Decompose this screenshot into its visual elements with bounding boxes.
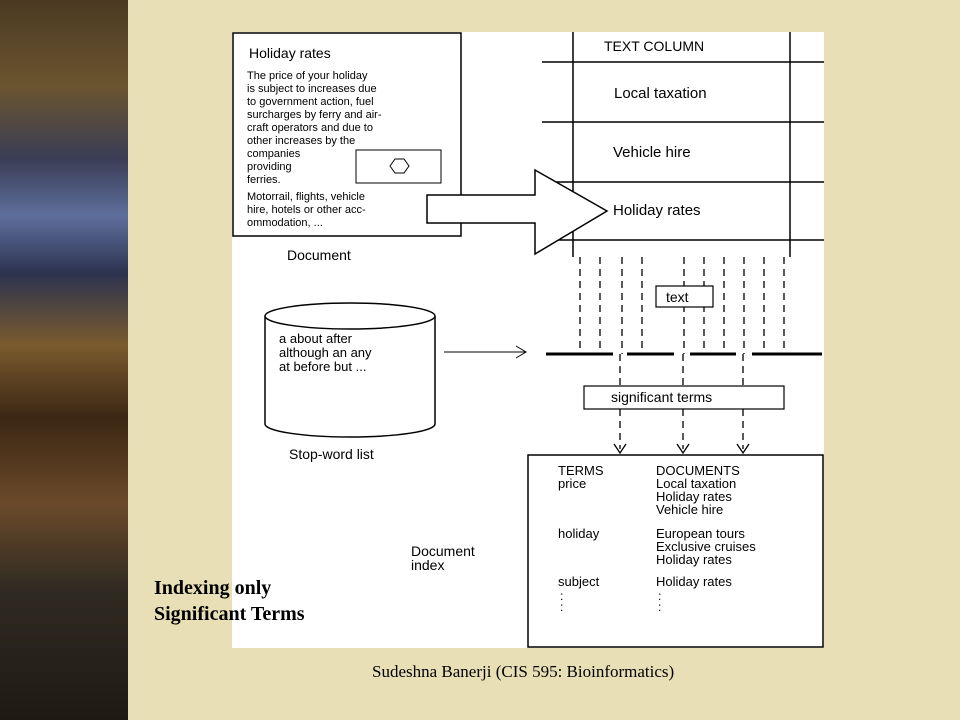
document-label: Document <box>287 247 351 263</box>
indexing-diagram: Holiday rates The price of your holiday … <box>232 32 824 648</box>
index-doc: Holiday rates <box>656 489 732 504</box>
document-line: surcharges by ferry and air- <box>247 109 382 121</box>
decorative-sidebar-image <box>0 0 128 720</box>
index-term: subject <box>558 574 600 589</box>
significant-terms-box <box>583 385 785 410</box>
index-term: price <box>558 476 586 491</box>
text-label-box <box>655 285 714 308</box>
document-line: other increases by the <box>247 135 355 147</box>
index-doc: Holiday rates <box>656 552 732 567</box>
ellipsis-mark: : <box>560 600 563 614</box>
slide-caption: Indexing only Significant Terms <box>154 575 305 627</box>
document-line: to government action, fuel <box>247 96 374 108</box>
document-box: Holiday rates The price of your holiday … <box>232 32 462 237</box>
index-doc: Vehicle hire <box>656 502 723 517</box>
text-label: text <box>666 289 689 305</box>
ellipsis-mark: : <box>658 600 661 614</box>
stopword-line: although an any <box>279 345 372 360</box>
document-line: companies <box>247 148 301 160</box>
caption-line: Significant Terms <box>154 603 305 625</box>
text-column-row: Holiday rates <box>613 202 701 219</box>
document-tail-line: ommodation, ... <box>247 217 323 229</box>
lower-dashed-lines <box>619 409 744 449</box>
arrowhead-icon <box>515 345 527 359</box>
ellipsis-mark: : <box>658 589 661 603</box>
document-line: is subject to increases due <box>247 83 377 95</box>
documents-header: DOCUMENTS <box>656 463 740 478</box>
ellipsis-mark: : <box>560 589 563 603</box>
document-line: providing <box>247 161 292 173</box>
document-line: The price of your holiday <box>247 70 368 82</box>
text-column-table <box>542 32 824 257</box>
document-line: ferries. <box>247 174 281 186</box>
document-line: craft operators and due to <box>247 122 373 134</box>
stopword-line: a about after <box>279 331 353 346</box>
document-index-label: Document <box>411 543 475 559</box>
document-image-placeholder <box>355 149 442 184</box>
index-doc: Local taxation <box>656 476 736 491</box>
stopword-line: at before but ... <box>279 359 366 374</box>
document-tail-line: hire, hotels or other acc- <box>247 204 366 216</box>
text-column-row: Vehicle hire <box>613 144 691 161</box>
middle-dashed-lines <box>619 354 744 387</box>
document-index-box <box>527 454 824 648</box>
slide-footer: Sudeshna Banerji (CIS 595: Bioinformatic… <box>372 662 675 681</box>
text-column-row: Local taxation <box>614 85 707 102</box>
document-index-label: index <box>411 557 444 573</box>
index-term: holiday <box>558 526 600 541</box>
terms-header: TERMS <box>558 463 604 478</box>
index-doc: Holiday rates <box>656 574 732 589</box>
text-column-header: TEXT COLUMN <box>604 38 704 54</box>
document-tail-line: Motorrail, flights, vehicle <box>247 191 365 203</box>
stopword-label: Stop-word list <box>289 446 374 462</box>
caption-line: Indexing only <box>154 577 272 599</box>
hexagon-icon <box>389 158 410 174</box>
stopword-cylinder: a about after although an any at before … <box>264 302 436 438</box>
significant-terms-label: significant terms <box>611 389 712 405</box>
index-doc: Exclusive cruises <box>656 539 756 554</box>
lower-arrowheads <box>613 443 750 455</box>
document-title: Holiday rates <box>249 45 331 61</box>
big-arrow-icon <box>426 168 609 256</box>
index-doc: European tours <box>656 526 745 541</box>
